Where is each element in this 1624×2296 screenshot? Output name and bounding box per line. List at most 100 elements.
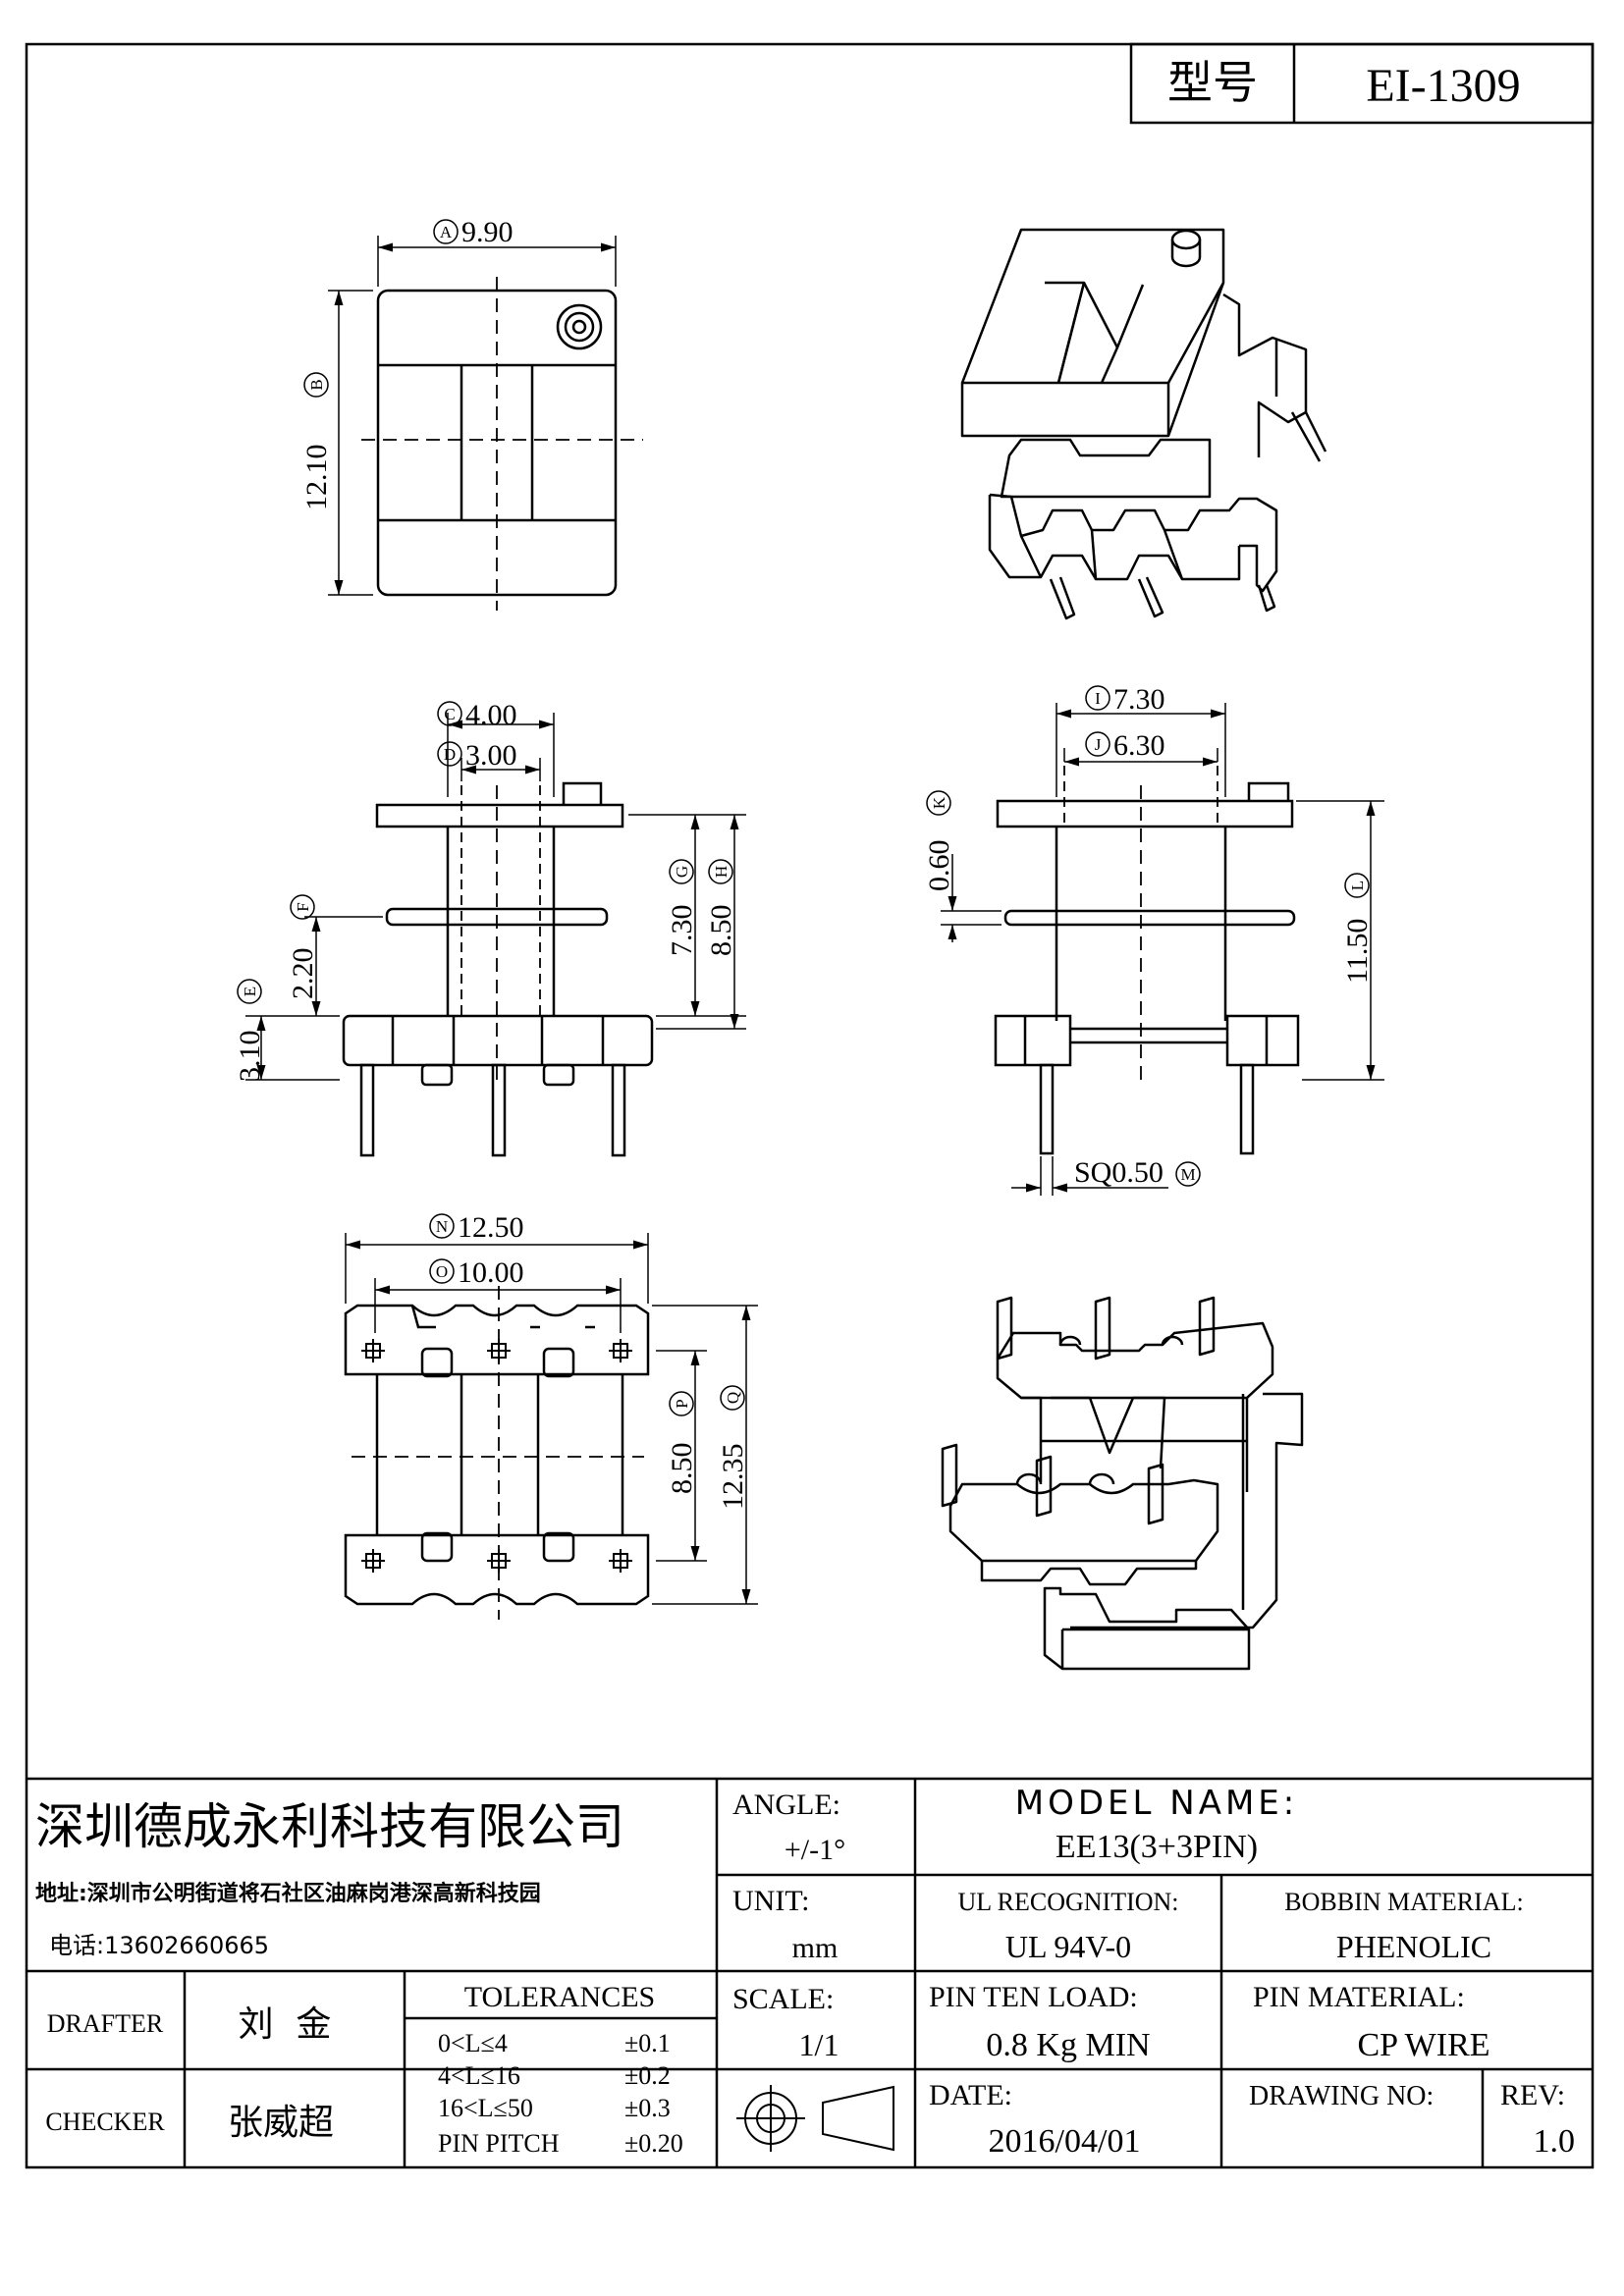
dim-i-label: I 7.30 (1085, 683, 1165, 716)
tolerance-range-1: 0<L≤4 (438, 2029, 508, 2057)
svg-text:3.10: 3.10 (234, 1031, 266, 1083)
svg-text:12.50: 12.50 (458, 1211, 524, 1244)
drafter-label: DRAFTER (47, 2009, 164, 2038)
scale-value: 1/1 (799, 2027, 839, 2062)
svg-text:SQ0.50: SQ0.50 (1074, 1156, 1164, 1189)
checker-label: CHECKER (45, 2108, 165, 2136)
company-address: 地址:深圳市公明街道将石社区油麻岗港深高新科技园 (35, 1881, 541, 1906)
dim-b-label: B 12.10 (300, 372, 333, 511)
svg-text:7.30: 7.30 (1113, 683, 1165, 716)
dim-j-label: J 6.30 (1085, 729, 1165, 762)
svg-text:12.10: 12.10 (300, 445, 333, 511)
svg-text:Q: Q (724, 1392, 742, 1404)
svg-text:A: A (440, 223, 453, 241)
dim-a-label: A 9.90 (433, 216, 514, 248)
svg-text:E: E (241, 987, 259, 996)
drafter-value: 刘 金 (239, 2004, 332, 2045)
drawing-no-label: DRAWING NO: (1249, 2081, 1434, 2111)
projection-symbol-icon (736, 2085, 894, 2152)
bottom-view (344, 1233, 758, 1620)
svg-text:L: L (1348, 881, 1367, 890)
company-phone: 电话:13602660665 (49, 1932, 269, 1959)
isometric-view-bottom (941, 1296, 1304, 1671)
dim-m-label: SQ0.50 M (1074, 1156, 1201, 1189)
svg-text:10.00: 10.00 (458, 1256, 524, 1289)
dim-n-label: N 12.50 (429, 1211, 524, 1244)
unit-label: UNIT: (732, 1885, 810, 1917)
svg-text:9.90: 9.90 (461, 216, 514, 248)
dim-f-label: F 2.20 (287, 894, 319, 1000)
sheet-border (25, 42, 1595, 2169)
angle-label: ANGLE: (732, 1789, 840, 1821)
title-block (27, 1777, 1593, 2167)
dim-h-label: H 8.50 (705, 859, 737, 957)
front-view (245, 713, 746, 1157)
dim-d-label: D 3.00 (437, 739, 517, 772)
svg-text:B: B (307, 379, 326, 390)
checker-value: 张威超 (228, 2103, 334, 2143)
rev-label: REV: (1500, 2079, 1565, 2111)
svg-text:0.60: 0.60 (923, 840, 955, 892)
svg-text:H: H (712, 866, 731, 878)
tolerance-range-2: 4<L≤16 (438, 2061, 520, 2090)
dim-e-label: E 3.10 (234, 979, 266, 1083)
rev-value: 1.0 (1534, 2123, 1576, 2160)
svg-text:P: P (673, 1399, 691, 1408)
svg-text:I: I (1095, 689, 1101, 708)
svg-text:11.50: 11.50 (1341, 919, 1374, 984)
svg-text:D: D (444, 745, 456, 764)
svg-text:8.50: 8.50 (666, 1443, 698, 1495)
pin-material-label: PIN MATERIAL: (1253, 1981, 1465, 2013)
angle-value: +/-1° (785, 1834, 845, 1866)
dim-c-label: C 4.00 (437, 699, 517, 731)
svg-text:C: C (444, 705, 455, 723)
ul-label: UL RECOGNITION: (957, 1888, 1178, 1916)
pin-load-label: PIN TEN LOAD: (929, 1981, 1138, 2013)
dim-k-label: K 0.60 (923, 790, 955, 892)
svg-text:K: K (930, 796, 948, 809)
tolerance-range-3: 16<L≤50 (438, 2094, 533, 2122)
company-name: 深圳德成永利科技有限公司 (35, 1798, 624, 1855)
tolerance-value-4: ±0.20 (624, 2129, 683, 2158)
svg-text:4.00: 4.00 (465, 699, 517, 731)
svg-text:7.30: 7.30 (666, 905, 698, 957)
dim-o-label: O 10.00 (429, 1256, 524, 1289)
date-label: DATE: (929, 2079, 1012, 2111)
svg-text:M: M (1180, 1165, 1195, 1184)
dim-q-label: Q 12.35 (717, 1385, 749, 1511)
dim-p-label: P 8.50 (666, 1391, 698, 1495)
svg-text:O: O (436, 1262, 448, 1281)
svg-text:J: J (1095, 735, 1102, 754)
pin-marks (361, 1339, 632, 1573)
model-header-box: 型号 EI-1309 (1129, 42, 1595, 125)
pin-material-value: CP WIRE (1357, 2027, 1489, 2063)
svg-text:F: F (294, 902, 312, 911)
top-view (328, 236, 643, 611)
scale-label: SCALE: (732, 1983, 834, 2015)
tolerance-range-4: PIN PITCH (438, 2129, 560, 2158)
side-view (941, 703, 1384, 1196)
tolerances-label: TOLERANCES (464, 1981, 655, 2013)
model-name-value: EE13(3+3PIN) (1056, 1829, 1258, 1865)
tolerance-value-1: ±0.1 (624, 2029, 671, 2057)
svg-text:N: N (436, 1217, 448, 1236)
bobbin-label: BOBBIN MATERIAL: (1284, 1888, 1523, 1916)
model-label: 型号 (1167, 56, 1258, 109)
svg-text:3.00: 3.00 (465, 739, 517, 772)
svg-text:2.20: 2.20 (287, 948, 319, 1000)
bobbin-value: PHENOLIC (1336, 1929, 1491, 1964)
unit-value: mm (792, 1932, 839, 1964)
ul-value: UL 94V-0 (1005, 1929, 1131, 1964)
dim-g-label: G 7.30 (666, 859, 698, 957)
pin-load-value: 0.8 Kg MIN (986, 2027, 1150, 2063)
svg-text:12.35: 12.35 (717, 1444, 749, 1511)
svg-text:8.50: 8.50 (705, 905, 737, 957)
tolerance-value-3: ±0.3 (624, 2094, 671, 2122)
isometric-view-top (960, 228, 1327, 620)
tolerance-value-2: ±0.2 (624, 2061, 671, 2090)
svg-text:G: G (673, 866, 691, 878)
model-name-label: MODEL NAME: (1015, 1784, 1298, 1823)
model-value: EI-1309 (1366, 60, 1520, 112)
dim-l-label: L 11.50 (1341, 873, 1374, 984)
